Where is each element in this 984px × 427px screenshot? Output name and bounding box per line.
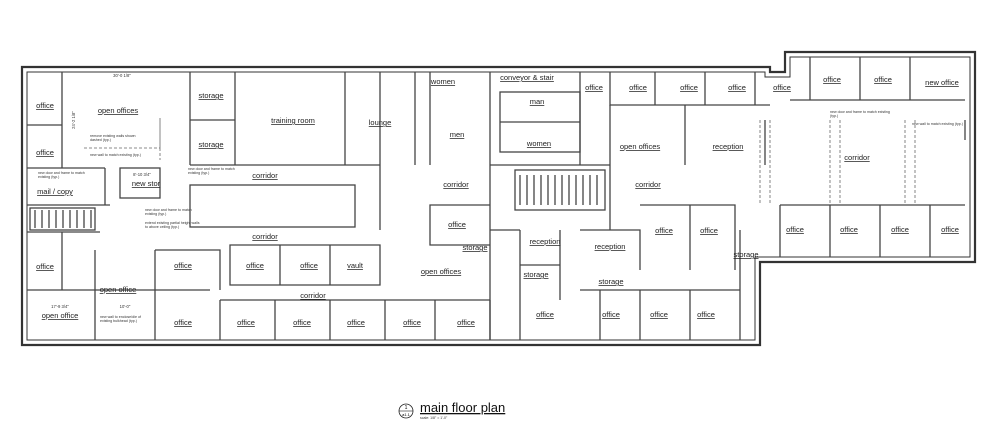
room-label: open offices — [98, 106, 139, 115]
room-label: training room — [271, 116, 315, 125]
room-label: office — [840, 225, 858, 234]
demolition-dashed-lines — [84, 118, 916, 205]
room-label: storage — [598, 277, 623, 286]
room-label: open office — [42, 311, 79, 320]
room-label: storage — [198, 91, 223, 100]
drawing-title: main floor plan — [420, 400, 505, 415]
detail-number: 1 — [405, 405, 408, 411]
room-label: office — [697, 310, 715, 319]
room-label: open offices — [620, 142, 661, 151]
room-label: corridor — [252, 232, 278, 241]
room-label: office — [457, 318, 475, 327]
room-labels: office office open offices storage stora… — [36, 73, 959, 327]
drawing-scale: scale: 1/8" = 1'-0" — [420, 416, 448, 420]
room-label: storage — [198, 140, 223, 149]
detail-sheet: a1.1 — [402, 412, 411, 417]
dimension-label: 30'-0 1/8" — [113, 73, 131, 78]
room-label: office — [823, 75, 841, 84]
room-label: women — [526, 139, 551, 148]
room-label: storage — [462, 243, 487, 252]
room-label: office — [300, 261, 318, 270]
note: new wall to match existing (typ.) — [912, 122, 963, 126]
construction-notes: remove existing walls shown dashed (typ.… — [38, 110, 963, 324]
room-label: office — [786, 225, 804, 234]
room-label: reception — [530, 237, 561, 246]
note: new door and frame to match existing (ty… — [188, 167, 235, 176]
room-label: office — [941, 225, 959, 234]
dimension-label: 10'-0" — [120, 304, 131, 309]
room-label: vault — [347, 261, 364, 270]
room-label: office — [36, 101, 54, 110]
room-label: office — [174, 318, 192, 327]
note: new wall to match existing (typ.) — [90, 153, 141, 157]
room-label: new stor — [132, 179, 161, 188]
note: new door and frame to match existing (ty… — [830, 110, 890, 119]
room-label: office — [585, 83, 603, 92]
building-inner-outline — [26, 56, 971, 341]
room-label: office — [536, 310, 554, 319]
room-label: office — [602, 310, 620, 319]
note: remove existing walls shown dashed (typ.… — [90, 134, 136, 143]
room-label: open office — [100, 285, 137, 294]
drawing-title-block: 1 a1.1 main floor plan scale: 1/8" = 1'-… — [398, 400, 505, 420]
room-label: women — [430, 77, 455, 86]
room-label: corridor — [635, 180, 661, 189]
room-label: office — [680, 83, 698, 92]
room-label: office — [174, 261, 192, 270]
room-label: storage — [523, 270, 548, 279]
room-label: office — [773, 83, 791, 92]
interior-walls — [27, 57, 966, 340]
dimension-label: 17'-9 3/4" — [51, 304, 69, 309]
room-label: office — [448, 220, 466, 229]
room-label: reception — [713, 142, 744, 151]
room-label: office — [874, 75, 892, 84]
room-label: office — [403, 318, 421, 327]
room-label: office — [246, 261, 264, 270]
room-label: corridor — [300, 291, 326, 300]
room-label: corridor — [844, 153, 870, 162]
dimensions: 30'-0 1/8" 24'-2 1/8" 8'-10 3/4" 17'-9 3… — [51, 73, 151, 309]
room-label: conveyor & stair — [500, 73, 554, 82]
note: extend existing partial height walls to … — [145, 221, 200, 230]
note: new door and frame to match existing (ty… — [38, 171, 85, 180]
dimension-label: 8'-10 3/4" — [133, 172, 151, 177]
room-label: lounge — [369, 118, 392, 127]
room-label: new office — [925, 78, 959, 87]
note: new wall to enclose/die of existing bulk… — [100, 315, 141, 324]
room-label: office — [728, 83, 746, 92]
room-label: office — [629, 83, 647, 92]
room-label: office — [655, 226, 673, 235]
room-label: office — [36, 148, 54, 157]
room-label: office — [237, 318, 255, 327]
building-outline — [20, 50, 977, 347]
room-label: mail / copy — [37, 187, 73, 196]
room-label: storage — [733, 250, 758, 259]
note: new door and frame to match existing (ty… — [145, 208, 192, 217]
room-label: office — [293, 318, 311, 327]
stair — [514, 169, 606, 211]
room-label: reception — [595, 242, 626, 251]
room-label: man — [530, 97, 545, 106]
room-label: corridor — [252, 171, 278, 180]
room-label: open offices — [421, 267, 462, 276]
room-label: office — [36, 262, 54, 271]
room-label: office — [347, 318, 365, 327]
room-label: office — [650, 310, 668, 319]
stair — [29, 207, 96, 231]
room-label: office — [891, 225, 909, 234]
room-label: office — [700, 226, 718, 235]
dimension-label: 24'-2 1/8" — [71, 111, 76, 129]
room-label: corridor — [443, 180, 469, 189]
room-label: men — [450, 130, 465, 139]
